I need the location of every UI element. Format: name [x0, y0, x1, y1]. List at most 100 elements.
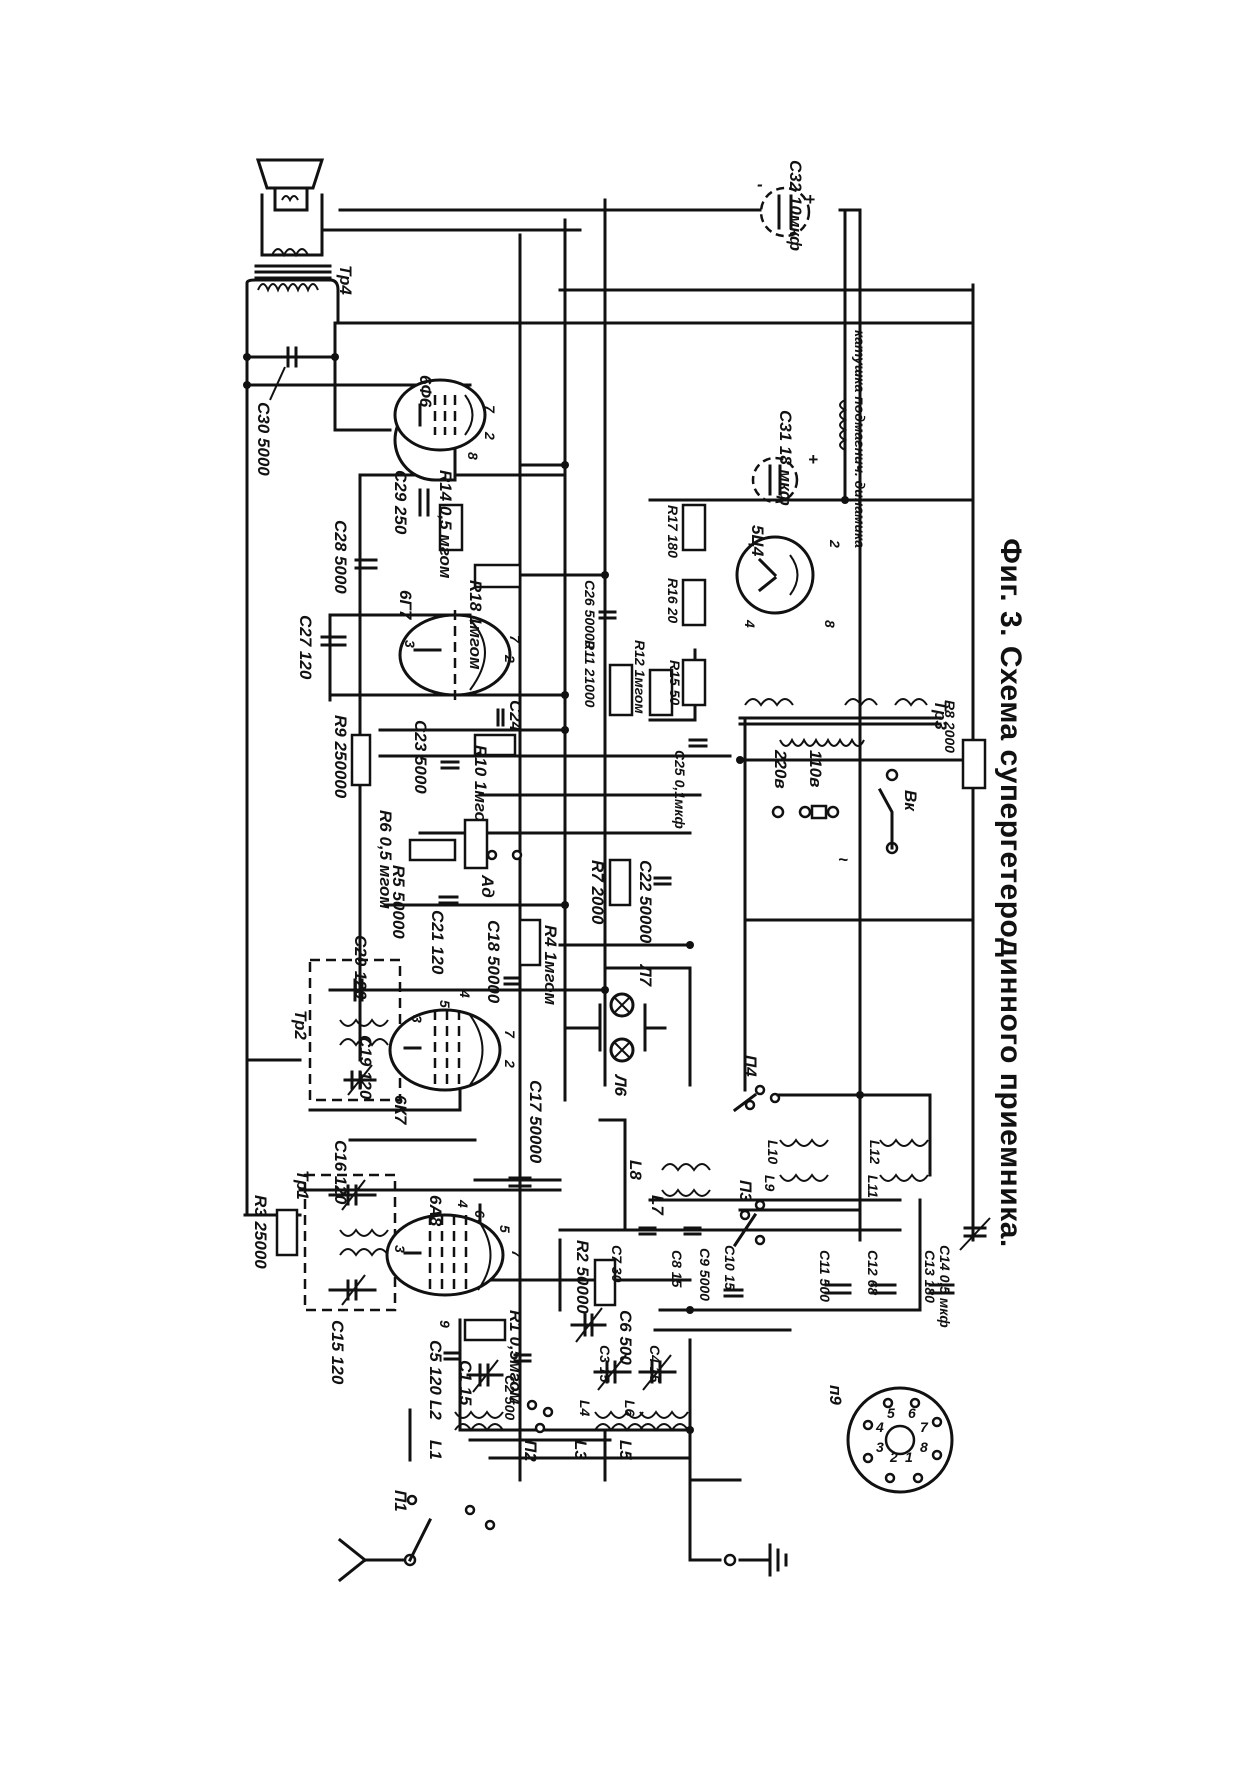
tube-6a8-grids-icon	[428, 1215, 468, 1295]
c14-capacitor: C14 0,5 мкф	[937, 1217, 991, 1328]
r6-potentiometer[interactable]	[463, 818, 489, 870]
r8-resistor	[961, 738, 987, 790]
p1-contact[interactable]	[484, 1519, 496, 1531]
tr2-secondary-coil-icon	[339, 1038, 389, 1047]
r17-label: R17 180	[665, 505, 681, 558]
p2-contact[interactable]	[534, 1422, 546, 1434]
r5-resistor	[408, 838, 457, 862]
p3-contact[interactable]	[754, 1234, 766, 1246]
tr2-primary-coil-icon	[339, 1018, 389, 1027]
junction	[736, 756, 744, 764]
socket-pin-label: 8	[920, 1439, 928, 1455]
p4-switch-arm[interactable]	[732, 1092, 758, 1113]
c17-label: C17 50000	[526, 1080, 545, 1164]
c28-label: C28 5000	[331, 520, 350, 594]
p2-contact[interactable]	[526, 1399, 538, 1411]
junction	[686, 1426, 694, 1434]
mains-terminal-110b[interactable]	[826, 805, 840, 819]
c29-plates-icon	[418, 488, 430, 517]
p4-contact[interactable]	[754, 1084, 766, 1096]
l6-coil-icon	[639, 1410, 689, 1419]
ac-symbol: ~	[838, 850, 848, 869]
c7-label: C7 30	[609, 1245, 625, 1283]
c16-arrow	[341, 1179, 366, 1211]
junction	[561, 726, 569, 734]
wire-x14	[603, 966, 692, 1087]
junction	[601, 571, 609, 579]
p3-contact[interactable]	[739, 1209, 751, 1221]
junctions	[243, 353, 864, 1434]
c9-label: C9 5000	[697, 1248, 713, 1301]
socket-pin	[884, 1472, 896, 1484]
r16-label: R16 20	[665, 578, 681, 623]
c13-label: C13 180	[922, 1250, 938, 1303]
tube-6k7-bulb	[388, 1008, 502, 1092]
tube-6f6-pin: 8	[465, 452, 481, 460]
c24-label: C24	[506, 700, 525, 732]
p1-switch-arm[interactable]	[407, 1517, 433, 1563]
c1-arrow	[472, 1359, 499, 1393]
c4-arrow	[642, 1354, 672, 1391]
c1-label: C1 15	[456, 1360, 475, 1406]
tube-6a8-bulb	[385, 1213, 505, 1297]
rf-input-section: C1 15 C2 500 L2 L1 C3 15 L4 L3 C4 15 L6 …	[426, 1345, 689, 1462]
junction	[601, 986, 609, 994]
p1-contact[interactable]	[406, 1494, 418, 1506]
junction	[561, 461, 569, 469]
p3-contact[interactable]	[754, 1199, 766, 1211]
p1-contact[interactable]	[464, 1504, 476, 1516]
p3-switch-arm[interactable]	[732, 1212, 758, 1248]
c14-arrow	[959, 1217, 991, 1251]
junction	[243, 353, 251, 361]
r10-resistor	[473, 733, 517, 757]
tube-5ts4-pin: 4	[742, 619, 758, 628]
r3-resistor-group: R3 25000	[251, 1195, 299, 1269]
mains-terminal-220[interactable]	[771, 805, 785, 819]
fuse	[810, 804, 828, 820]
c18-label: C18 50000	[484, 920, 503, 1004]
c14-label: C14 0,5 мкф	[937, 1245, 953, 1328]
r11-c26-r12: R11 21000 C26 50000 R12 1мгом	[582, 580, 674, 717]
p2-contact[interactable]	[542, 1406, 554, 1418]
ad-terminal-b[interactable]	[511, 849, 523, 861]
l9-label: L9	[762, 1175, 778, 1192]
r14-resistor	[438, 503, 464, 552]
c7-plates-icon	[638, 1226, 657, 1236]
c21-label: C21 120	[428, 910, 447, 975]
r15-resistor	[681, 658, 707, 707]
l11-label: L11	[865, 1175, 881, 1198]
if-transformer-tr2: C20 120 C19 120 Тр2	[291, 935, 402, 1102]
l7-coil-icon	[661, 1188, 711, 1197]
antenna-icon	[337, 1537, 412, 1583]
c23-label: C23 5000	[411, 720, 430, 794]
ad-terminal-a[interactable]	[486, 849, 498, 861]
p4-contact[interactable]	[744, 1099, 756, 1111]
tube-6k7-pin: 7	[502, 1030, 518, 1039]
tube-5ts4-label: 5Ц4	[748, 525, 767, 557]
r9-label: R9 250000	[331, 715, 350, 799]
socket-pin-label: 4	[875, 1419, 884, 1435]
tr4-primary-frame	[245, 278, 340, 325]
tr4-primary-coil-icon	[257, 283, 319, 293]
tube-6f6-label: 6Ф6	[416, 375, 435, 408]
socket-pin	[912, 1472, 924, 1484]
tube-6f6: 6Ф6 7 2 8	[393, 375, 498, 482]
power-switch-terminal-a[interactable]	[885, 768, 899, 782]
mains-terminal-110a[interactable]	[798, 805, 812, 819]
r6-label: R6 0,5 мгом	[376, 810, 395, 909]
l2-coil-icon	[454, 1410, 504, 1419]
tr4-core-icon	[254, 264, 332, 280]
c30-label: C30 5000	[254, 402, 273, 476]
tube-6a8-pin: 9	[437, 1320, 453, 1328]
c19-arrow	[347, 1064, 373, 1096]
ground-terminal[interactable]	[723, 1553, 737, 1567]
socket-pin	[931, 1449, 943, 1461]
r2-label: R2 50000	[573, 1240, 592, 1314]
power-switch-icon[interactable]	[877, 787, 894, 850]
l12-label: L12	[867, 1140, 883, 1164]
r2-resistor	[593, 1258, 617, 1307]
c15-label: C15 120	[328, 1320, 347, 1385]
r3-resistor	[275, 1208, 299, 1257]
tube-6f6-pin: 2	[482, 431, 498, 440]
tap-110-label: 110в	[806, 750, 825, 787]
